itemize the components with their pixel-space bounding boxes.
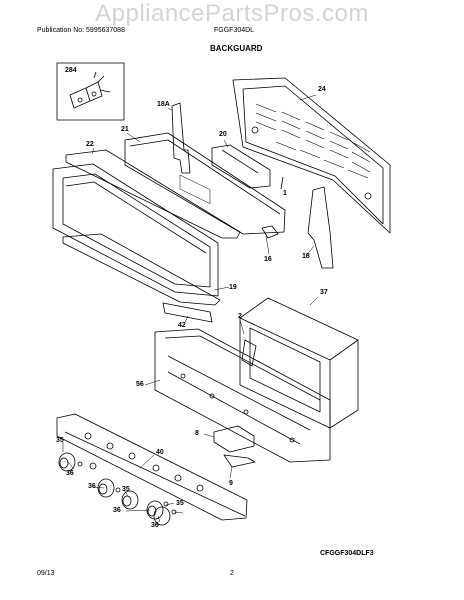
part-8-switch	[213, 425, 255, 453]
knobs	[58, 452, 177, 526]
part-20-bracket	[211, 144, 271, 189]
part-37-box	[239, 297, 359, 429]
part-22-trim	[65, 149, 241, 239]
callout-36: 36	[66, 470, 74, 477]
callout-16: 16	[264, 256, 272, 263]
callout-1: 1	[283, 190, 287, 197]
part-42-bar	[162, 302, 213, 323]
callout-35: 35	[122, 486, 130, 493]
part-16-bracket	[261, 225, 279, 239]
page-title: BACKGUARD	[210, 44, 263, 53]
part-24-panel	[232, 77, 391, 234]
callout-19: 19	[229, 284, 237, 291]
callout-22: 22	[86, 141, 94, 148]
callout-37: 37	[320, 289, 328, 296]
part-19-glass	[52, 163, 219, 297]
callout-2: 2	[238, 313, 242, 320]
callout-21: 21	[121, 126, 129, 133]
callout-18a: 18A	[157, 101, 170, 108]
part-18-bracket	[307, 186, 334, 269]
publication-number: Publication No: 5995637088	[37, 27, 125, 34]
inset-box-284	[56, 62, 125, 121]
part-18a-bracket	[171, 102, 191, 174]
callout-20: 20	[219, 131, 227, 138]
part-1-screw	[280, 176, 284, 190]
watermark: AppliancePartsPros.com	[95, 0, 369, 27]
part-56-panel	[154, 328, 331, 463]
callout-8: 8	[195, 430, 199, 437]
callout-36: 36	[151, 522, 159, 529]
page-number: 2	[230, 570, 234, 577]
callout-35: 35	[176, 500, 184, 507]
callout-42: 42	[178, 322, 186, 329]
callout-24: 24	[318, 86, 326, 93]
callout-36: 36	[113, 507, 121, 514]
callout-18: 18	[302, 253, 310, 260]
callout-35: 35	[56, 437, 64, 444]
footer-date: 09/13	[37, 570, 55, 577]
part-21-panel	[124, 132, 286, 235]
diagram-code: CFGGF304DLF3	[320, 550, 374, 557]
callout-40: 40	[156, 449, 164, 456]
callout-56: 56	[136, 381, 144, 388]
callout-284: 284	[65, 67, 77, 74]
part-40-control-panel	[56, 413, 248, 521]
model-number: FGGF304DL	[214, 27, 255, 34]
part-9-harness	[223, 454, 256, 468]
callout-9: 9	[229, 480, 233, 487]
callout-36: 36	[88, 483, 96, 490]
